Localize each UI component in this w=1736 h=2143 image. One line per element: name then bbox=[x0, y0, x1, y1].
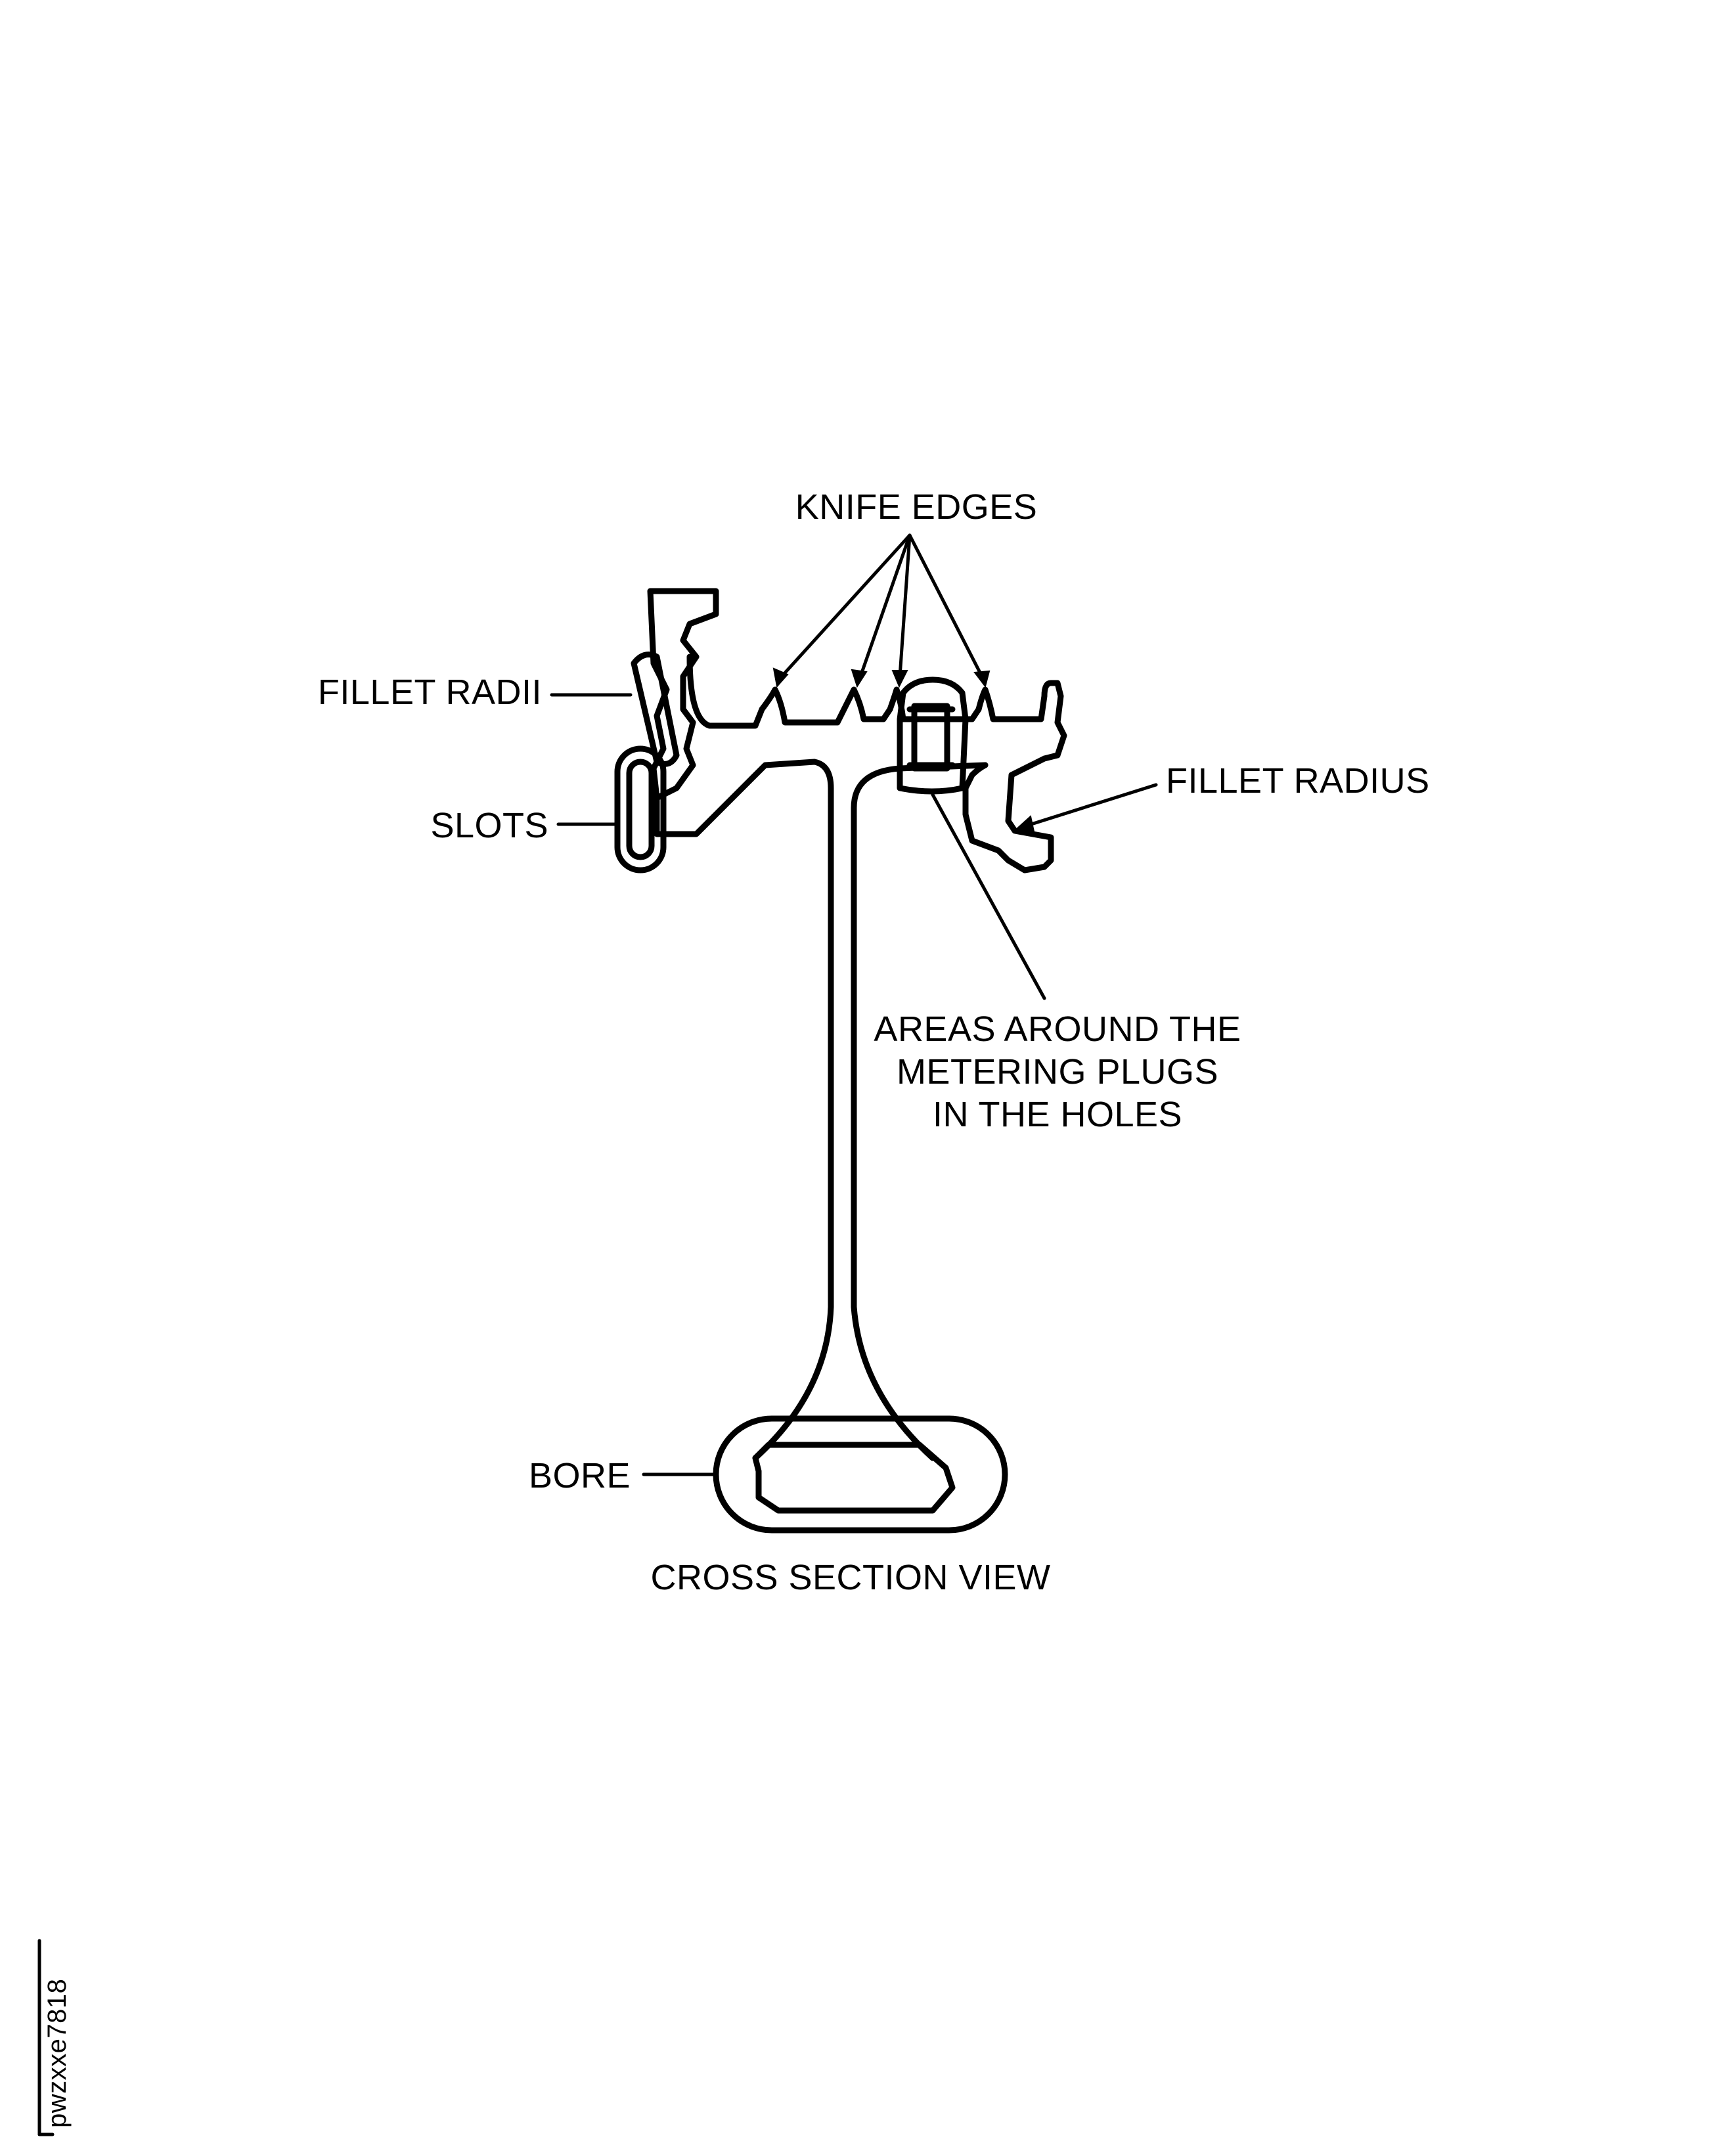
areas-label-line1: AREAS AROUND THE bbox=[874, 1009, 1241, 1049]
slots-label: SLOTS bbox=[430, 806, 548, 845]
bore-label: BORE bbox=[529, 1456, 631, 1495]
areas-label-line3: IN THE HOLES bbox=[933, 1095, 1182, 1134]
fillet-radii-callout: FILLET RADII bbox=[318, 673, 633, 712]
knife-edges-label: KNIFE EDGES bbox=[795, 487, 1038, 527]
figure-id-label: pwzxxe7818 bbox=[43, 1979, 72, 2128]
areas-label-line2: METERING PLUGS bbox=[897, 1052, 1218, 1092]
bore-callout: BORE bbox=[529, 1456, 717, 1495]
slots-outline bbox=[614, 745, 667, 873]
fillet-radii-outline bbox=[631, 652, 680, 767]
metering-plug-outline bbox=[897, 676, 969, 795]
fillet-radii-label: FILLET RADII bbox=[318, 673, 542, 712]
metering-plugs-callout: AREAS AROUND THE METERING PLUGS IN THE H… bbox=[874, 793, 1241, 1134]
caption: CROSS SECTION VIEW bbox=[650, 1558, 1050, 1597]
slots-callout: SLOTS bbox=[430, 806, 618, 845]
figure-id: pwzxxe7818 bbox=[37, 1939, 72, 2136]
fillet-radius-callout: FILLET RADIUS bbox=[1015, 761, 1430, 833]
knife-edges-callout: KNIFE EDGES bbox=[772, 487, 1038, 688]
fillet-radius-label: FILLET RADIUS bbox=[1166, 761, 1430, 801]
